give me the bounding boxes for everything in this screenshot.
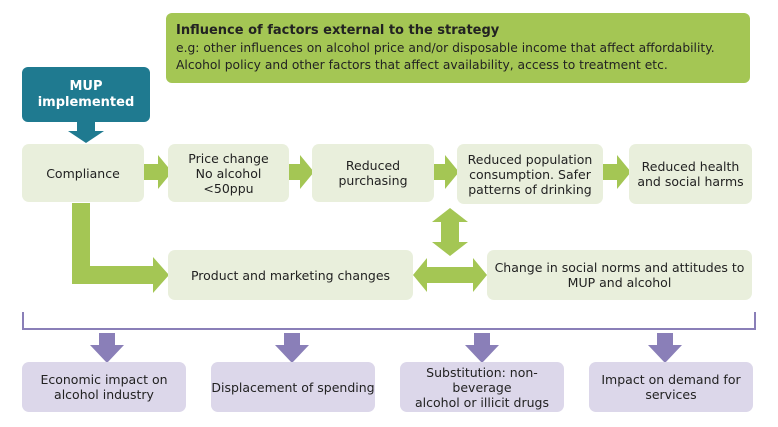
outcomes-bracket [22, 312, 756, 330]
reduced-harms-box: Reduced health and social harms [629, 144, 752, 204]
arrow-price-to-purchasing [289, 155, 314, 189]
outcome-arrow-2 [275, 333, 309, 363]
arrow-purchasing-to-population [434, 155, 459, 189]
outcome-arrow-1 [90, 333, 124, 363]
reduced-population-consumption-box: Reduced population consumption. Safer pa… [457, 144, 603, 204]
outcome-demand-services: Impact on demand for services [589, 362, 753, 412]
product-marketing-box: Product and marketing changes [168, 250, 413, 300]
arrow-compliance-to-price [144, 155, 172, 189]
mup-implemented-box: MUP implemented [22, 67, 150, 122]
external-factors-box: Influence of factors external to the str… [166, 13, 750, 83]
arrow-compliance-to-product [72, 203, 169, 293]
external-factors-text: e.g: other influences on alcohol price a… [176, 41, 715, 72]
outcome-displacement-spending: Displacement of spending [211, 362, 375, 412]
arrow-population-to-harms [603, 155, 631, 189]
price-change-box: Price change No alcohol <50ppu [168, 144, 289, 202]
compliance-box: Compliance [22, 144, 144, 202]
outcome-arrow-3 [465, 333, 499, 363]
outcome-economic-impact: Economic impact on alcohol industry [22, 362, 186, 412]
outcome-substitution: Substitution: non-beverage alcohol or il… [400, 362, 564, 412]
arrow-population-norms [432, 208, 468, 256]
arrow-product-norms [413, 258, 487, 292]
outcome-arrow-4 [648, 333, 682, 363]
reduced-purchasing-box: Reduced purchasing [312, 144, 434, 202]
mup-to-compliance-arrow [68, 121, 104, 143]
external-factors-title: Influence of factors external to the str… [176, 23, 500, 38]
social-norms-box: Change in social norms and attitudes to … [487, 250, 752, 300]
